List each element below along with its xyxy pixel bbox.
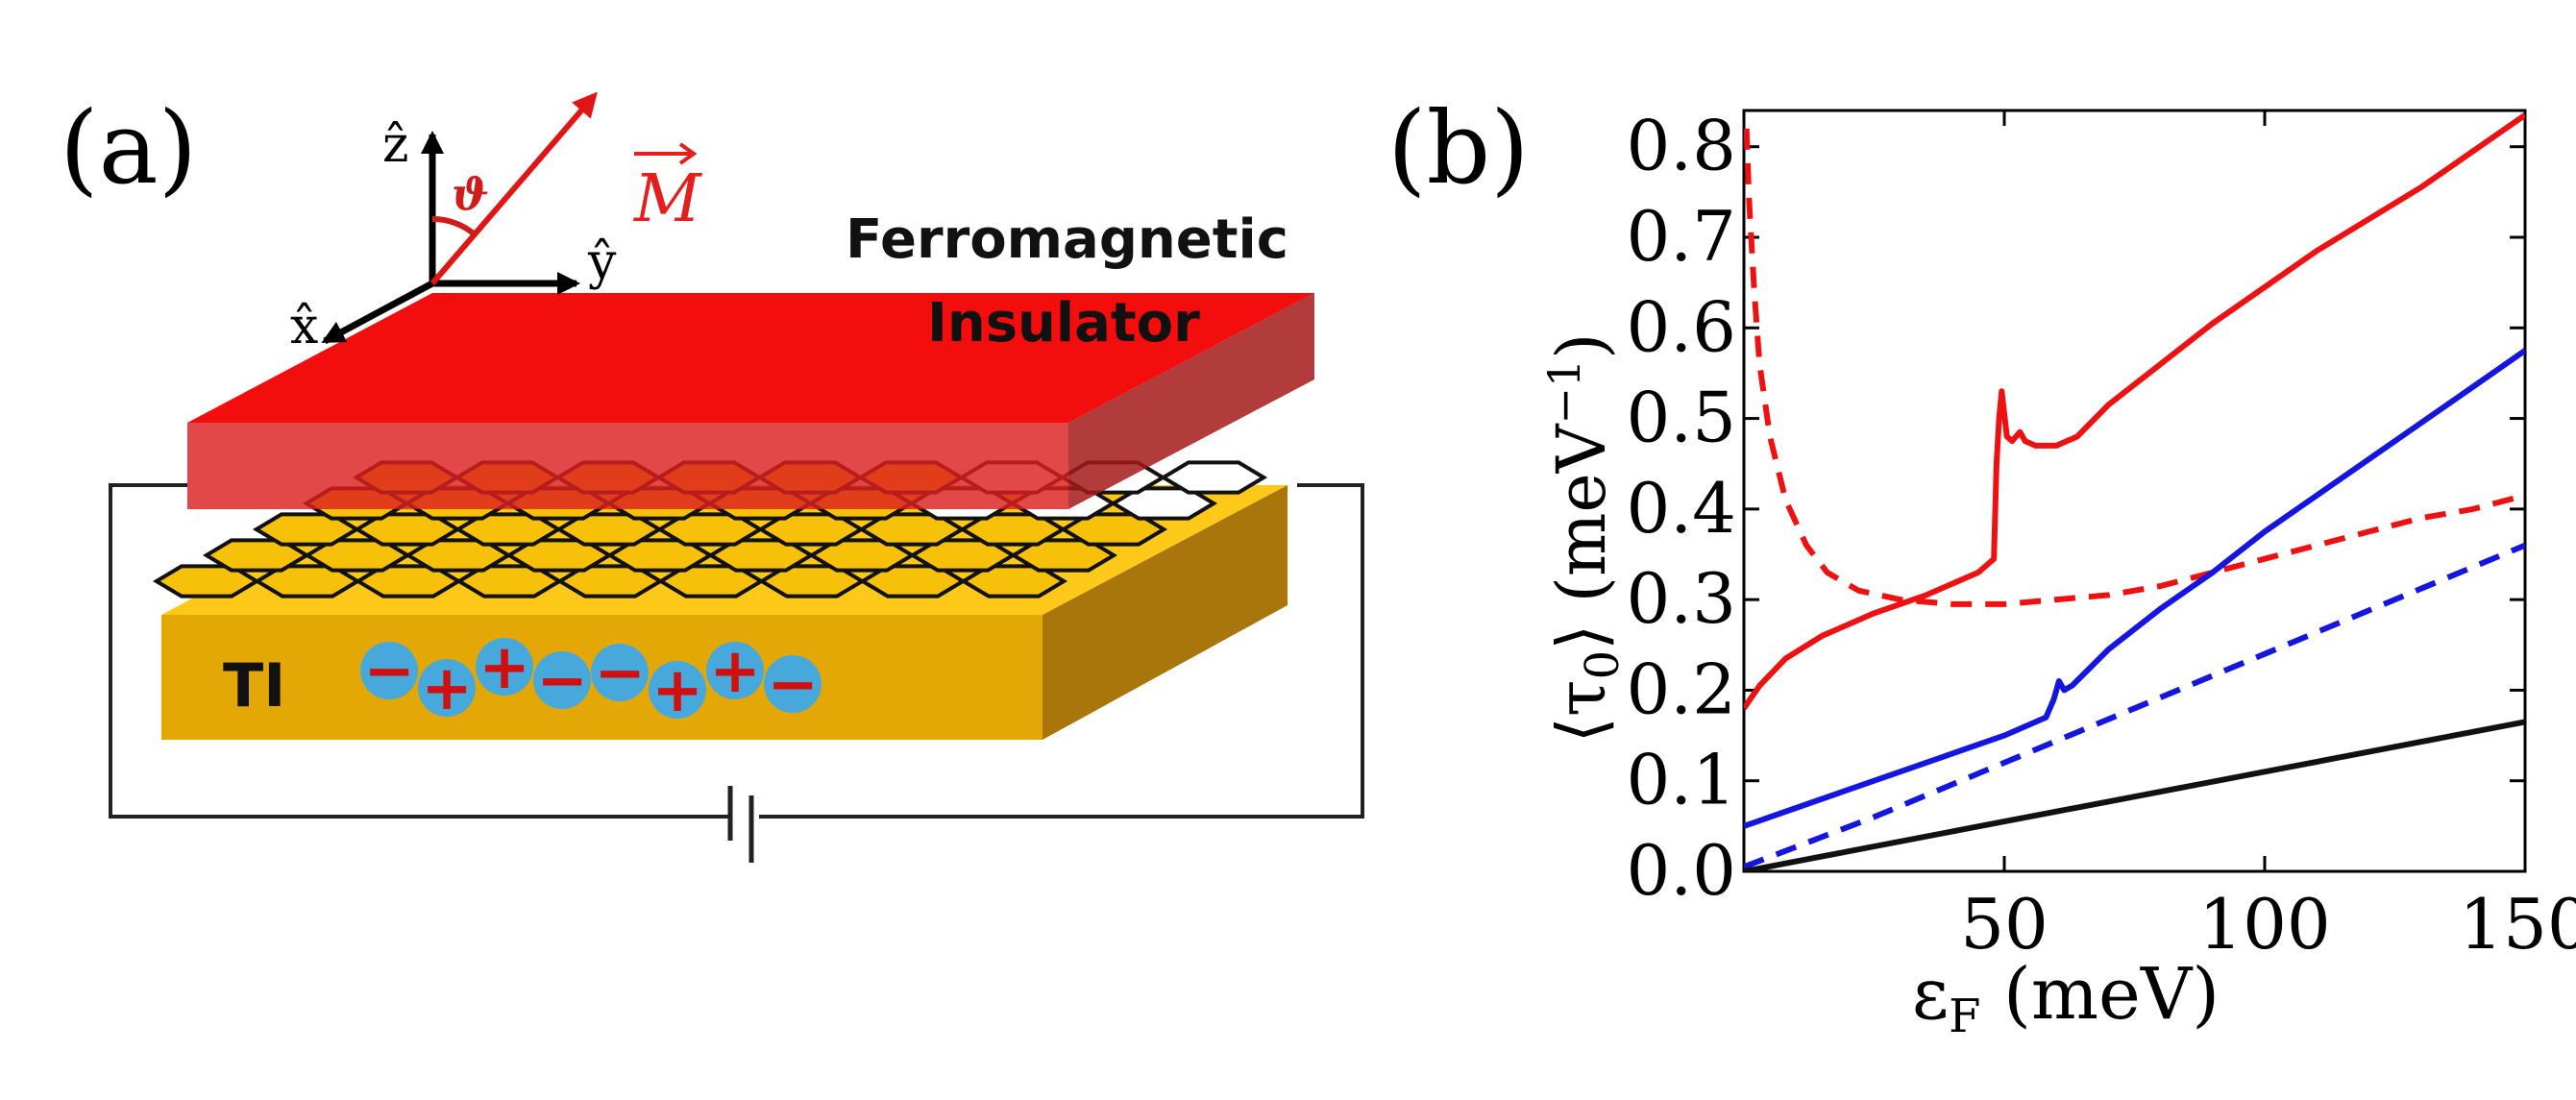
- charge-particle: [649, 661, 706, 719]
- y-tick-label: 0.6: [1626, 286, 1736, 367]
- magnetization-vector-bar: [634, 142, 698, 165]
- y-axis-label: ŷ: [587, 233, 617, 291]
- positive-charge-sign: +: [478, 632, 530, 703]
- panel-b-label: (b): [1387, 89, 1530, 207]
- magnetization-arrow: [429, 91, 598, 285]
- y-tick-label: 0.8: [1626, 106, 1736, 186]
- y-title-part1: ⟨τ: [1542, 679, 1621, 743]
- series-line-3: [1744, 348, 2525, 829]
- series-line-2: [1744, 128, 2525, 607]
- negative-charge-sign: −: [536, 646, 588, 717]
- y-title-exp: −1: [1538, 359, 1590, 425]
- positive-charge-sign: +: [709, 636, 761, 707]
- series-line-5: [1744, 719, 2525, 871]
- ti-block-side: [1043, 485, 1288, 740]
- plot-frame: [1742, 109, 2527, 873]
- fm-label-line1: Ferromagnetic: [846, 208, 1288, 271]
- y-tick-label: 0.4: [1626, 468, 1736, 549]
- series-line-4: [1744, 542, 2525, 870]
- ti-label: TI: [223, 650, 285, 721]
- negative-charge-sign: −: [594, 638, 646, 709]
- insulator-side: [1068, 293, 1314, 509]
- y-title-part2: ⟩ (meV: [1542, 423, 1621, 650]
- series-line-1: [1744, 112, 2525, 711]
- x-axis-label: x̂: [290, 298, 318, 355]
- circuit-wire: [109, 483, 1364, 819]
- y-title-close: ): [1542, 333, 1621, 359]
- panel-a: (a) Ferromagnetic Insulator TI −++−−++− …: [60, 89, 1364, 863]
- x-axis-title: εF (meV): [1912, 953, 2220, 1043]
- negative-charge-sign: −: [767, 649, 819, 721]
- charge-row: −++−−++−: [360, 632, 822, 726]
- plot-area: 0.0 0.1 0.2 0.3 0.4 0.5 0.6 0.7 0.8 50 100 150: [1626, 106, 2576, 965]
- y-tick-label: 0.0: [1626, 830, 1736, 911]
- insulator-top: [187, 293, 1314, 423]
- x-tick-label: 150: [2459, 884, 2576, 965]
- positive-charge-sign: +: [421, 653, 473, 724]
- x-title-eps: ε: [1912, 953, 1949, 1036]
- angle-label: ϑ: [452, 168, 489, 220]
- charge-particle: [360, 642, 418, 699]
- charge-particle: [476, 638, 533, 696]
- charge-particle: [706, 642, 764, 699]
- angle-arc: [431, 215, 478, 238]
- z-axis-label: ẑ: [382, 116, 408, 174]
- insulator-front: [187, 423, 1068, 509]
- y-axis-title: ⟨τ0⟩ (meV−1): [1538, 333, 1630, 744]
- charge-particle: [764, 655, 822, 713]
- magnetization-label: M: [632, 161, 703, 237]
- x-axis-arrow: [321, 280, 434, 345]
- y-tick-label: 0.2: [1626, 648, 1736, 729]
- y-tick-label: 0.5: [1626, 378, 1736, 458]
- charge-particle: [591, 644, 649, 701]
- fm-label-line2: Insulator: [927, 292, 1200, 354]
- negative-charge-sign: −: [363, 636, 415, 707]
- y-tick-label: 0.3: [1626, 558, 1736, 639]
- y-tick-label: 0.1: [1626, 740, 1736, 820]
- panel-a-label: (a): [60, 89, 197, 207]
- lattice-hexagon: [1159, 460, 1268, 495]
- charge-particle: [418, 659, 476, 717]
- y-title-sub: 0: [1576, 650, 1630, 680]
- y-tick-label: 0.7: [1626, 196, 1736, 277]
- x-tick-label: 100: [2198, 884, 2330, 965]
- x-title-sub: F: [1949, 990, 1980, 1043]
- x-tick-label: 50: [1960, 884, 2049, 965]
- charge-particle: [533, 651, 591, 709]
- x-title-unit: (meV): [1980, 953, 2220, 1036]
- positive-charge-sign: +: [651, 655, 703, 726]
